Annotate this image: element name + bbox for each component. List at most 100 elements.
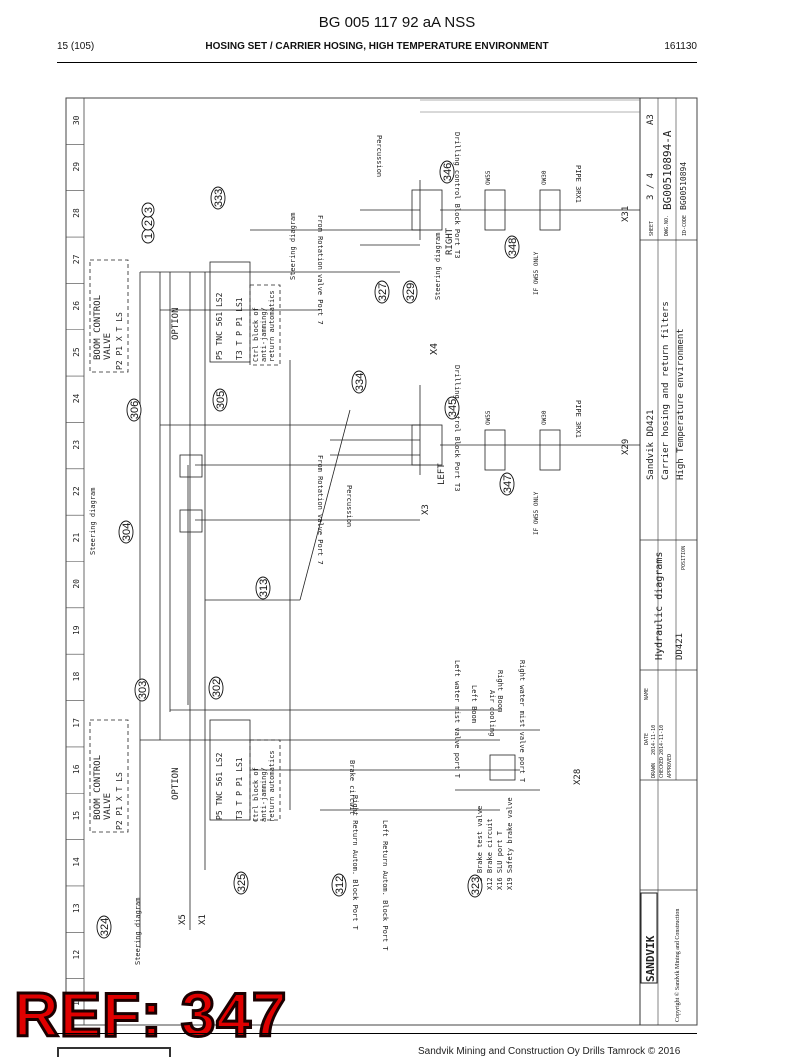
ref-bubble-325: 325 — [233, 871, 249, 895]
label-drilling-left: Drilling control Block Port T3 — [453, 365, 461, 491]
document-code: 161130 — [664, 41, 697, 52]
port-labels: X4 X3 LEFT RIGHT X29 X31 X28 X5 X1 Percu… — [89, 132, 631, 965]
copyright-line: Copyright © Sandvik Mining and Construct… — [674, 909, 681, 1022]
hose-lines — [139, 180, 640, 948]
ref-bubble-label: 346 — [442, 163, 454, 181]
label-ow30-left: OW30 — [541, 410, 548, 425]
label-left-water: Left water mist valve port T — [453, 660, 461, 779]
ref-bubble-label: 302 — [211, 679, 223, 697]
ref-bubble-label: 323 — [470, 877, 482, 895]
title-block: SANDVIK Copyright © Sandvik Mining and C… — [420, 98, 697, 1025]
ref-bubble-333: 333 — [210, 186, 226, 210]
border-col-19: 19 — [72, 625, 81, 635]
model-name: DD421 — [675, 633, 685, 660]
ref-bubble-324: 324 — [96, 915, 112, 939]
description-line-1: Carrier hosing and return filters — [661, 301, 671, 480]
ref-bubble-label: 325 — [236, 874, 248, 892]
sheet-number: 3 / 4 — [646, 173, 656, 200]
description-line-2: High Temperature environment — [676, 328, 686, 480]
page-number: 15 (105) — [57, 41, 95, 52]
border-col-12: 12 — [72, 950, 81, 960]
ref-bubble-label: 345 — [447, 399, 459, 417]
boom-control-upper: BOOM CONTROL — [93, 295, 103, 360]
label-right-water: Right water mist valve port T — [518, 660, 526, 783]
ref-bubble-346: 346 — [439, 160, 455, 184]
product-name: Sandvik DD421 — [646, 410, 656, 480]
ref-bubble-2: 2 — [141, 215, 155, 231]
id-code-label: ID-CODE — [682, 215, 688, 236]
diagram-type: Hydraulic diagrams — [654, 552, 665, 660]
border-col-17: 17 — [72, 718, 81, 728]
tnc-row-lower: P5 TNC 561 LS2 — [215, 752, 224, 820]
border-col-11: 11 — [72, 996, 81, 1006]
drawing-number: BG00510894-A — [661, 130, 674, 210]
border-col-26: 26 — [72, 301, 81, 311]
label-if-ow55-left: IF OW55 ONLY — [533, 491, 540, 535]
label-right: RIGHT — [445, 227, 455, 255]
drawn-label: DRAWN — [651, 763, 657, 778]
label-left: LEFT — [437, 463, 447, 485]
ref-bubble-label: 304 — [121, 523, 133, 541]
section-title: HOSING SET / CARRIER HOSING, HIGH TEMPER… — [205, 41, 549, 52]
ref-bubble-302: 302 — [208, 676, 224, 700]
ctrl-1-lower: Ctrl block of — [252, 767, 260, 822]
ref-bubble-327: 327 — [374, 280, 390, 304]
ref-bubble-323: 323 — [467, 874, 483, 898]
ref-bubble-label: 334 — [354, 373, 366, 391]
border-col-23: 23 — [72, 440, 81, 450]
border-col-22: 22 — [72, 486, 81, 496]
ref-bubble-label: 3 — [143, 207, 155, 213]
ref-bubble-label: 348 — [507, 238, 519, 256]
ref-bubble-label: 324 — [99, 918, 111, 936]
valve-text-upper: BOOM CONTROL VALVE P2 P1 X T LS OPTION P… — [93, 290, 276, 370]
document-id: BG 005 117 92 aA NSS — [318, 14, 476, 31]
border-col-28: 28 — [72, 208, 81, 218]
border-col-15: 15 — [72, 811, 81, 821]
ctrl-3-lower: return automatics — [268, 750, 276, 822]
label-air-cooling: Air cooling — [488, 690, 496, 736]
ref-bubble-label: 2 — [143, 220, 155, 226]
ctrl-3-upper: return automatics — [268, 290, 276, 362]
tnc-row2-upper: T3 T P P1 LS1 — [235, 297, 244, 360]
label-x16: X16 SLU port T — [496, 830, 504, 890]
label-pipe-left: PIPE 3RX1 — [574, 400, 582, 438]
label-steering-1: Steering diagram — [89, 488, 97, 555]
label-x4: X4 — [429, 343, 440, 355]
ref-bubble-label: 312 — [334, 876, 346, 894]
border-col-20: 20 — [72, 579, 81, 589]
label-left-boom: Left Boom — [470, 685, 478, 723]
valve-lower: VALVE — [103, 793, 113, 820]
date-header: DATE — [644, 733, 650, 745]
footer-logo — [57, 1047, 171, 1057]
label-steering-2: Steering diagram — [289, 213, 297, 280]
ref-bubble-label: 305 — [215, 391, 227, 409]
ref-bubble-348: 348 — [504, 235, 520, 259]
brand-logo: SANDVIK — [644, 935, 657, 982]
label-right-return: Right Return Autom. Block Port T — [351, 795, 359, 931]
label-left-return: Left Return Autom. Block Port T — [381, 820, 389, 951]
label-rotation-right: From Rotation valve Port 7 — [316, 215, 324, 325]
label-x12: X12 Brake circuit — [486, 818, 494, 890]
tnc-row-upper: P5 TNC 561 LS2 — [215, 292, 224, 360]
boom-control-lower: BOOM CONTROL — [93, 755, 103, 820]
border-col-14: 14 — [72, 857, 81, 867]
valve-blocks — [89, 189, 561, 833]
approved-label: APPROVED — [667, 754, 673, 778]
border-col-13: 13 — [72, 903, 81, 913]
ref-bubble-label: 306 — [129, 401, 141, 419]
drawn-date: 2014-11-10 — [651, 725, 657, 755]
label-x25: X25 Brake test valve — [476, 806, 484, 890]
footer-copyright: Sandvik Mining and Construction Oy Drill… — [418, 1046, 681, 1057]
label-x31: X31 — [621, 206, 631, 222]
valve-text-lower: BOOM CONTROL VALVE P2 P1 X T LS OPTION P… — [93, 750, 276, 830]
sheet-size: A3 — [646, 114, 656, 125]
id-code: BG00510894 — [679, 162, 688, 210]
border-col-29: 29 — [72, 162, 81, 172]
border-col-24: 24 — [72, 393, 81, 403]
position-label: POSITION — [681, 546, 687, 570]
label-brake-circuit: Brake circuit — [348, 760, 356, 815]
ref-bubble-347: 347 — [499, 472, 515, 496]
ref-bubble-label: 303 — [137, 681, 149, 699]
